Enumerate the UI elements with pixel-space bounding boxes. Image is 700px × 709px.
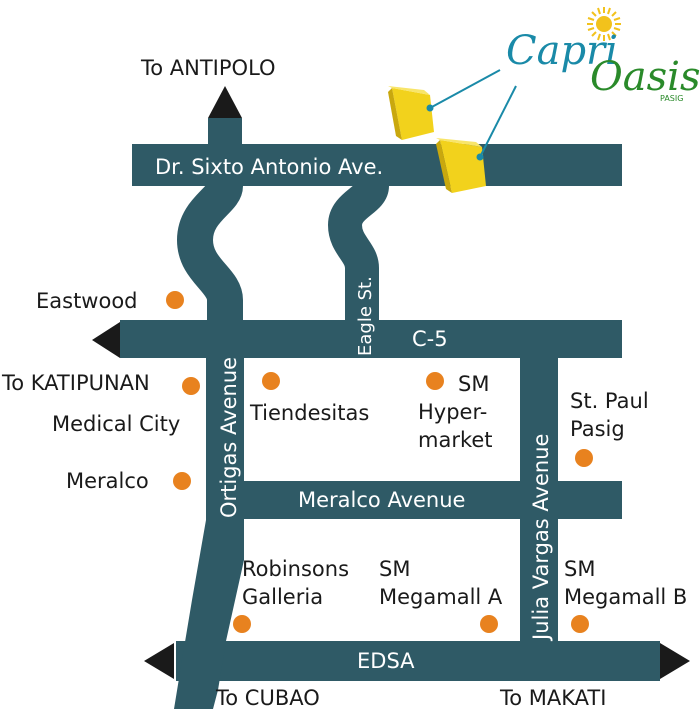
- label-robinsons-1: Robinsons: [242, 557, 349, 581]
- label-tiendesitas: Tiendesitas: [249, 401, 369, 425]
- sun-icon: [587, 7, 621, 41]
- dest-antipolo: To ANTIPOLO: [140, 56, 276, 80]
- marker-st-paul-pasig: [575, 449, 593, 467]
- pointer-line: [479, 85, 517, 158]
- road-meralco-avenue: [240, 481, 622, 519]
- label-ortigas-avenue: Ortigas Avenue: [217, 357, 241, 518]
- label-sm-hypermarket-3: market: [418, 428, 493, 452]
- label-robinsons-2: Galleria: [242, 585, 323, 609]
- pointer-dot: [426, 104, 434, 112]
- marker-sm-megamall-a: [480, 615, 498, 633]
- pointer-line: [429, 69, 501, 109]
- dest-katipunan: To KATIPUNAN: [1, 371, 150, 395]
- marker-meralco: [173, 472, 191, 490]
- arrow-left-icon: [92, 322, 120, 358]
- label-st-paul-1: St. Paul: [570, 389, 649, 413]
- marker-tiendesitas: [262, 372, 280, 390]
- road-ortigas-main: [174, 358, 244, 709]
- label-eagle-st: Eagle St.: [355, 276, 376, 356]
- marker-eastwood: [166, 291, 184, 309]
- label-eastwood: Eastwood: [36, 289, 138, 313]
- logo: Capri Oasis PASIG: [506, 7, 700, 103]
- road-ortigas-curve: [176, 181, 243, 322]
- road-julia-vargas: [520, 320, 558, 681]
- arrow-left-icon: [144, 643, 174, 679]
- dest-makati: To MAKATI: [499, 686, 606, 709]
- dest-cubao: To CUBAO: [215, 686, 320, 709]
- building-icon: [388, 86, 434, 140]
- label-meralco-avenue: Meralco Avenue: [298, 488, 465, 512]
- marker-medical-city: [182, 377, 200, 395]
- label-megamall-a-2: Megamall A: [379, 585, 503, 609]
- label-meralco: Meralco: [66, 469, 149, 493]
- road-edsa: [176, 641, 660, 681]
- label-megamall-a-1: SM: [379, 557, 410, 581]
- label-edsa: EDSA: [357, 649, 415, 673]
- label-c5: C-5: [412, 327, 448, 351]
- building-icon: [436, 138, 486, 193]
- arrow-right-icon: [660, 643, 690, 679]
- road-sixto-antonio: [132, 144, 622, 186]
- label-medical-city: Medical City: [52, 412, 180, 436]
- road-ortigas-north: [208, 118, 242, 148]
- arrow-up-icon: [208, 86, 242, 118]
- marker-robinsons-galleria: [233, 615, 251, 633]
- marker-sm-hypermarket: [426, 372, 444, 390]
- road-network: [120, 118, 660, 709]
- logo-oasis: Oasis: [590, 54, 700, 100]
- label-megamall-b-2: Megamall B: [564, 585, 687, 609]
- label-st-paul-2: Pasig: [570, 417, 625, 441]
- logo-capri: Capri: [506, 28, 618, 74]
- marker-sm-megamall-b: [571, 615, 589, 633]
- label-sm-hypermarket-1: SM: [458, 372, 489, 396]
- label-sm-hypermarket-2: Hyper-: [418, 400, 487, 424]
- label-julia-vargas: Julia Vargas Avenue: [529, 434, 553, 642]
- road-eagle-curve: [327, 181, 389, 322]
- pointer-dot: [476, 153, 484, 161]
- label-sixto-antonio: Dr. Sixto Antonio Ave.: [155, 155, 383, 179]
- label-megamall-b-1: SM: [564, 557, 595, 581]
- logo-pasig: PASIG: [660, 94, 683, 103]
